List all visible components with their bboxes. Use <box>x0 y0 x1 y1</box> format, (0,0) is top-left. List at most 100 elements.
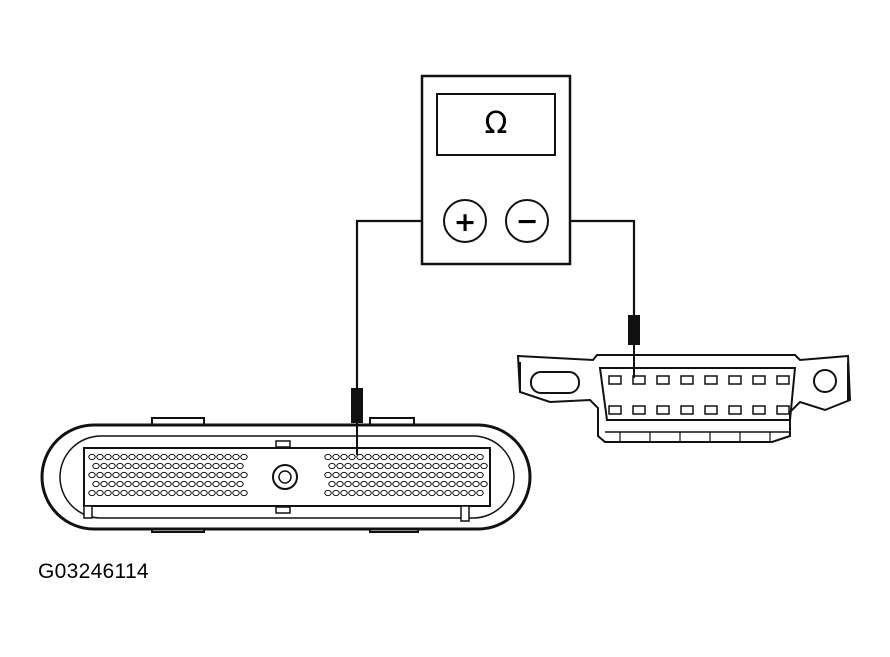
pcm-terminal-pin <box>104 489 112 497</box>
pcm-terminal-pins <box>88 453 488 497</box>
positive-terminal <box>443 199 487 243</box>
pcm-terminal-pin <box>480 462 488 470</box>
pcm-terminal-pin <box>444 453 452 461</box>
positive-probe-handle <box>351 388 363 423</box>
pcm-terminal-pin <box>464 462 472 470</box>
pcm-terminal-pin <box>224 453 232 461</box>
pcm-terminal-pin <box>352 480 360 488</box>
ohm-symbol: Ω <box>485 106 508 141</box>
pcm-terminal-pin <box>96 489 104 497</box>
pcm-terminal-pin <box>120 453 128 461</box>
pcm-terminal-pin <box>332 453 340 461</box>
pcm-terminal-pin <box>456 462 464 470</box>
pcm-terminal-pin <box>440 462 448 470</box>
pcm-terminal-pin <box>344 480 352 488</box>
pcm-terminal-pin <box>88 453 96 461</box>
pcm-terminal-pin <box>200 489 208 497</box>
pcm-terminal-pin <box>240 453 248 461</box>
pcm-terminal-pin <box>132 462 140 470</box>
pcm-terminal-pin <box>136 489 144 497</box>
pcm-terminal-pin <box>168 471 176 479</box>
pcm-terminal-pin <box>188 480 196 488</box>
pcm-terminal-pin <box>384 480 392 488</box>
pcm-terminal-pin <box>160 489 168 497</box>
pcm-terminal-pin <box>156 462 164 470</box>
pcm-terminal-pin <box>200 453 208 461</box>
pcm-terminal-pin <box>204 480 212 488</box>
pcm-terminal-pin <box>180 480 188 488</box>
dlc-pin <box>704 405 718 415</box>
pcm-terminal-pin <box>376 480 384 488</box>
pcm-terminal-pin <box>408 462 416 470</box>
pcm-terminal-pin <box>188 462 196 470</box>
pcm-terminal-pin <box>404 489 412 497</box>
dlc-pin <box>608 375 622 385</box>
pcm-terminal-pin <box>448 480 456 488</box>
pcm-terminal-pin <box>468 471 476 479</box>
pcm-terminal-pin <box>372 471 380 479</box>
pcm-terminal-pin <box>428 453 436 461</box>
pcm-terminal-pin <box>468 453 476 461</box>
pcm-terminal-pin <box>380 471 388 479</box>
dlc-pin-cavity <box>598 367 797 421</box>
pcm-terminal-pin <box>404 453 412 461</box>
dlc-pin <box>608 405 622 415</box>
pcm-terminal-pin <box>340 489 348 497</box>
pcm-terminal-pin <box>220 462 228 470</box>
dlc-pin <box>752 405 766 415</box>
dlc-pin <box>776 405 790 415</box>
pcm-terminal-pin <box>112 453 120 461</box>
pcm-terminal-pin <box>352 462 360 470</box>
pcm-terminal-pin <box>176 489 184 497</box>
pcm-terminal-pin <box>332 471 340 479</box>
pcm-terminal-pin <box>104 471 112 479</box>
pcm-terminal-pin <box>348 471 356 479</box>
pcm-terminal-pin <box>420 453 428 461</box>
pcm-terminal-pin <box>160 453 168 461</box>
pcm-terminal-pin <box>240 489 248 497</box>
pcm-terminal-pin <box>436 471 444 479</box>
pcm-terminal-pin <box>120 471 128 479</box>
pcm-terminal-pin <box>364 471 372 479</box>
pcm-terminal-pin <box>196 480 204 488</box>
pcm-terminal-pin <box>364 489 372 497</box>
pcm-terminal-pin <box>360 462 368 470</box>
pcm-terminal-pin <box>220 480 228 488</box>
pcm-terminal-pin <box>240 471 248 479</box>
positive-probe <box>351 388 363 455</box>
pcm-terminal-pin <box>392 480 400 488</box>
pcm-center-key-top <box>275 440 291 448</box>
pcm-terminal-pin <box>152 453 160 461</box>
pcm-terminal-pin <box>412 489 420 497</box>
pcm-terminal-pin <box>416 480 424 488</box>
pcm-terminal-pin <box>396 471 404 479</box>
pcm-terminal-pin <box>212 462 220 470</box>
pcm-terminal-pin <box>104 453 112 461</box>
pcm-terminal-pin <box>88 471 96 479</box>
pcm-terminal-pin <box>400 462 408 470</box>
pcm-terminal-pin <box>380 453 388 461</box>
pcm-center-key-bottom <box>275 506 291 514</box>
pcm-terminal-pin <box>236 480 244 488</box>
pcm-terminal-pin <box>396 453 404 461</box>
pcm-terminal-pin <box>420 471 428 479</box>
pcm-terminal-pin <box>372 453 380 461</box>
pcm-terminal-pin <box>324 453 332 461</box>
pcm-terminal-pin <box>472 462 480 470</box>
pcm-terminal-pin <box>456 480 464 488</box>
pcm-terminal-pin <box>136 453 144 461</box>
pcm-terminal-pin <box>224 471 232 479</box>
pcm-terminal-pin <box>424 462 432 470</box>
pcm-terminal-pin <box>116 480 124 488</box>
pcm-terminal-pin <box>404 471 412 479</box>
pcm-terminal-pin <box>216 471 224 479</box>
pcm-terminal-pin <box>356 489 364 497</box>
pcm-terminal-pin <box>356 453 364 461</box>
pcm-terminal-pin <box>128 471 136 479</box>
pcm-terminal-pin <box>432 462 440 470</box>
pcm-terminal-pin <box>200 471 208 479</box>
pcm-terminal-pin <box>428 471 436 479</box>
pcm-terminal-pin <box>420 489 428 497</box>
pcm-terminal-pin <box>232 471 240 479</box>
